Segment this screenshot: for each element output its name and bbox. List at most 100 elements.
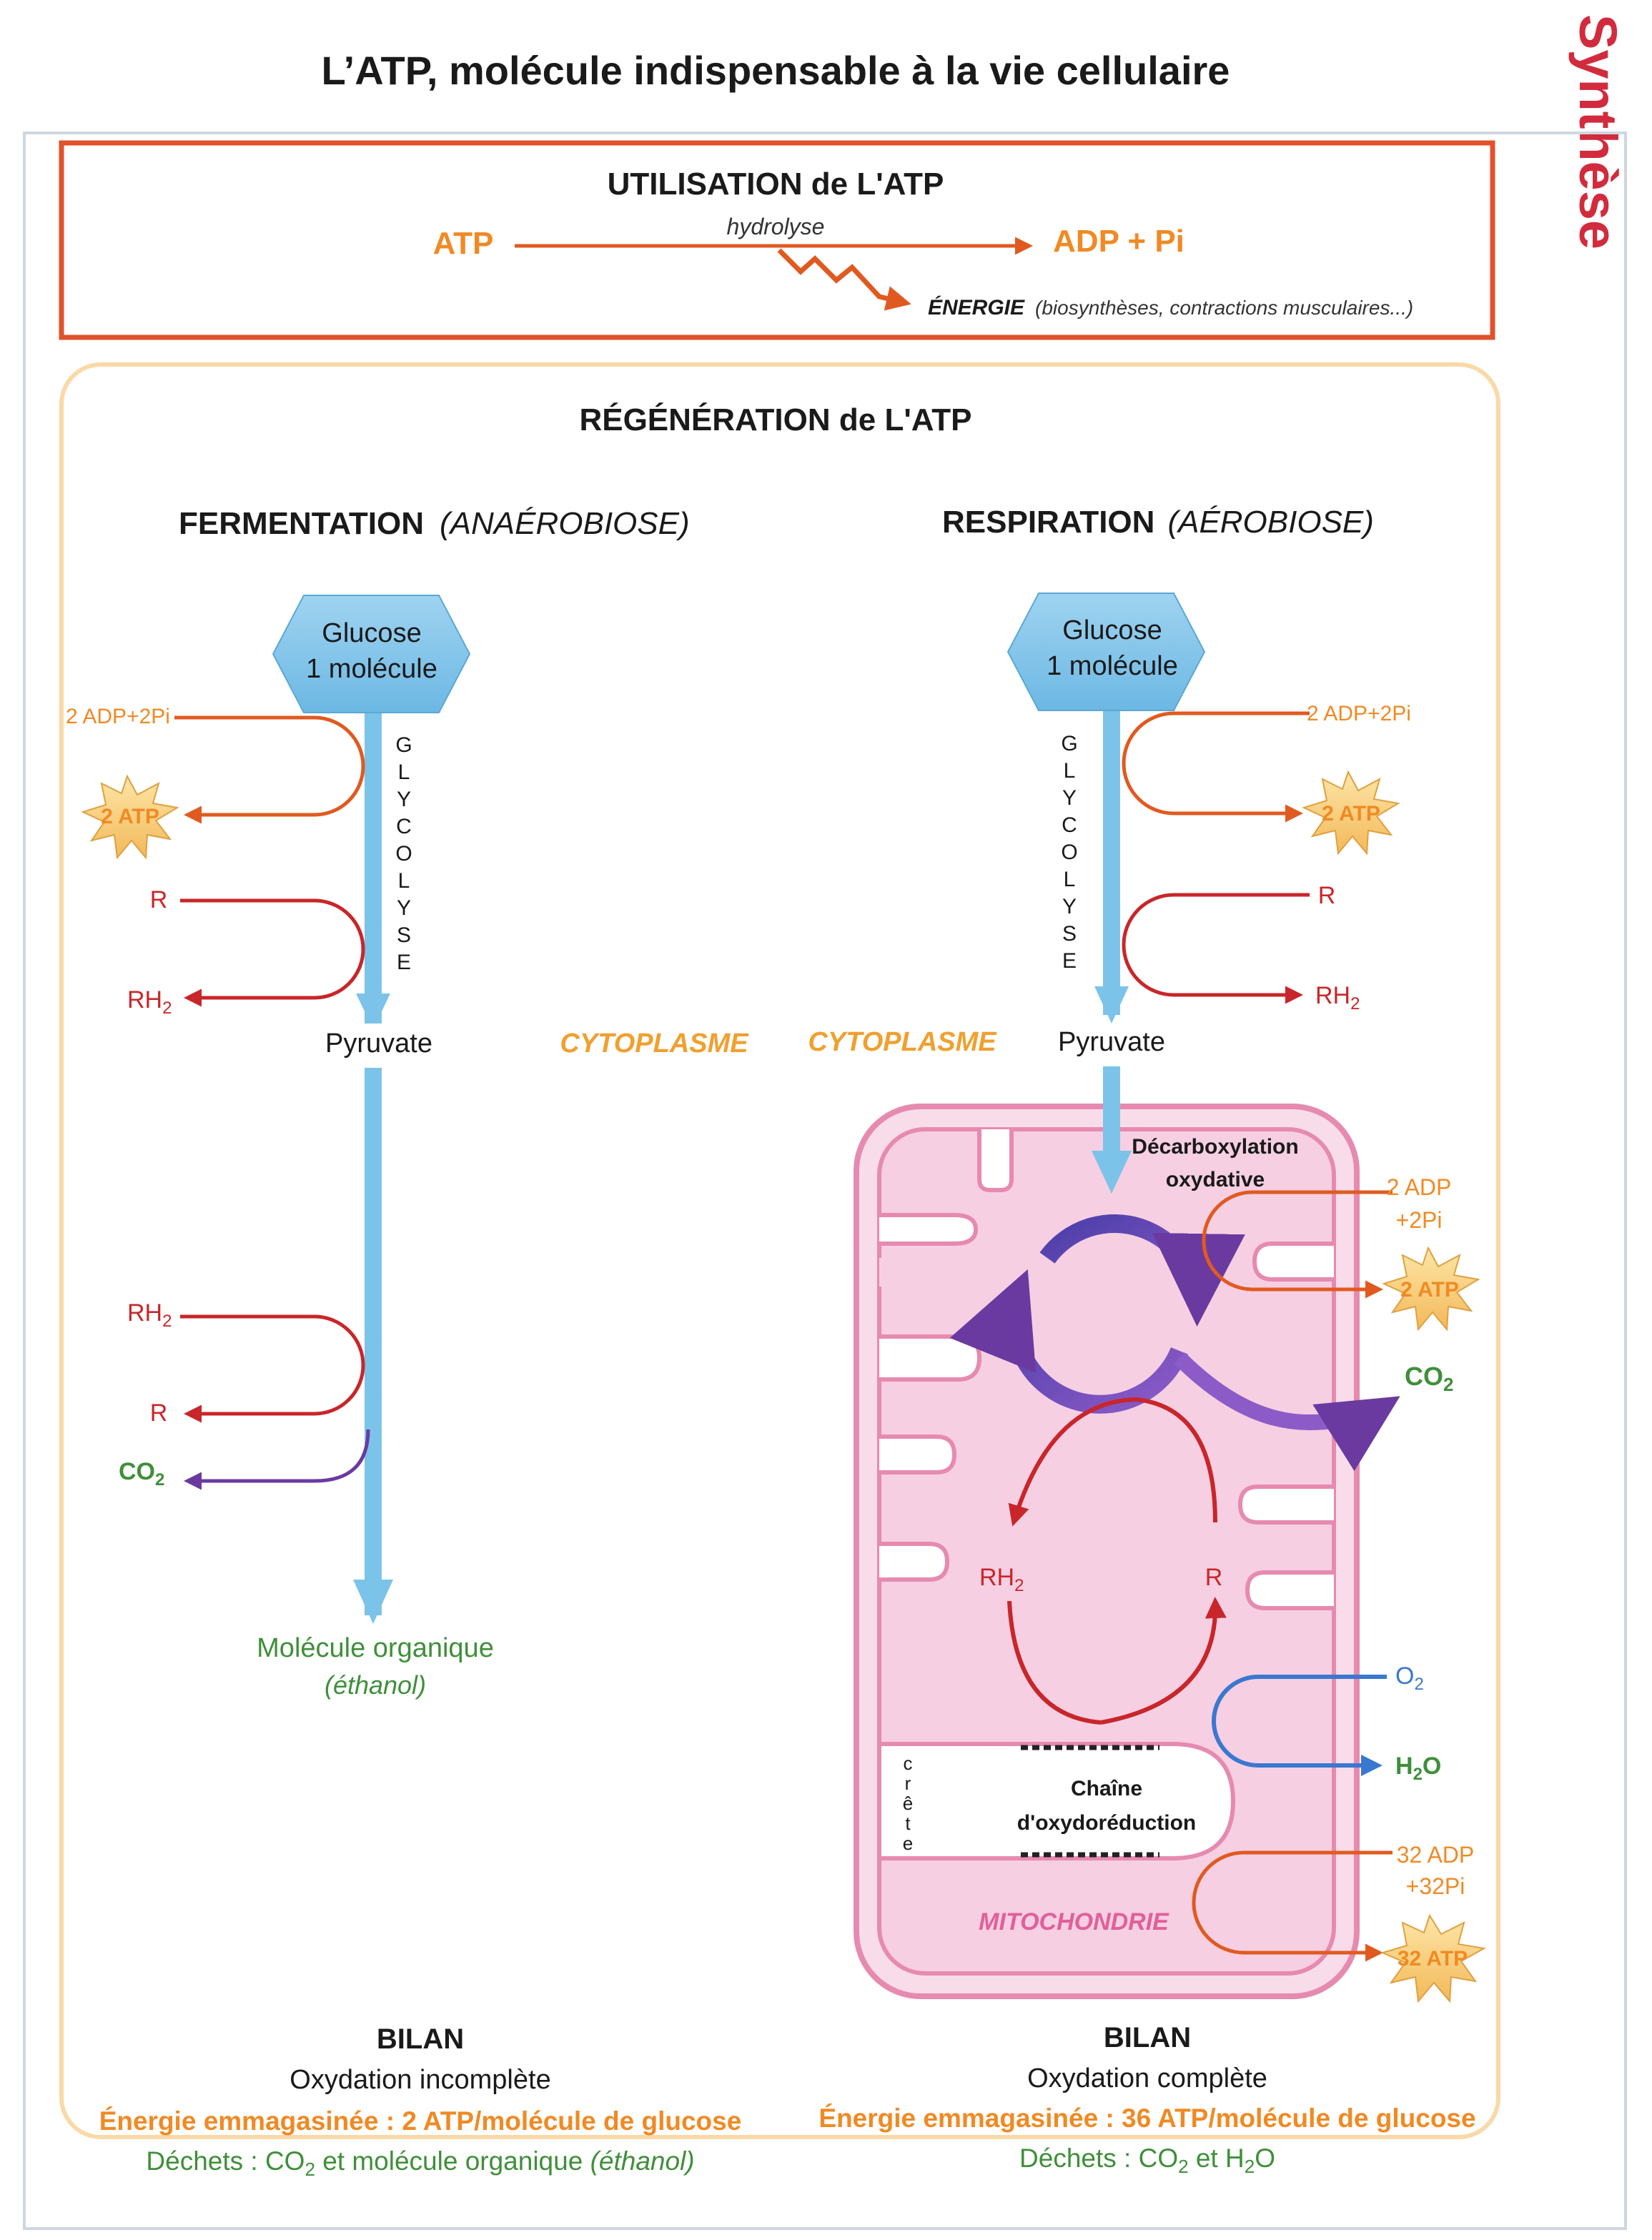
mito32-adp-line2: +32Pi [1406,1873,1465,1899]
fermentation-bilan-line1: Oxydation incomplète [290,2065,550,2095]
glycolyse-letter: E [1062,949,1077,973]
decarboxylation-line2: oxydative [1166,1168,1265,1191]
respiration-title: RESPIRATION(AÉROBIOSE) [942,505,1374,540]
glycolyse-letter: G [1061,732,1077,755]
glycolyse-letter: Y [1062,786,1077,810]
respiration-co2-label: CO2 [1405,1362,1453,1395]
page-title: L’ATP, molécule indispensable à la vie c… [322,48,1230,93]
decarboxylation-line1: Décarboxylation [1132,1135,1298,1159]
mitochondrion-crista [1245,1570,1334,1610]
respiration-r-loop-arrow [1122,893,1310,1004]
glycolyse-letter: C [396,815,412,838]
glycolyse-letter: E [397,951,411,974]
r-red-arrow-up [1100,1597,1227,1725]
glycolyse-letter: S [1062,922,1077,946]
mito-adp-line1: 2 ADP [1387,1174,1452,1200]
fermentation-title: FERMENTATION(ANAÉROBIOSE) [179,506,690,541]
fermentation-glucose-hexagon [272,595,471,713]
fermentation-main-arrowhead-1 [356,993,390,1029]
energy-note: (biosynthèses, contractions musculaires.… [1035,297,1413,319]
utilisation-heading: UTILISATION de L'ATP [608,167,944,202]
krebs-cycle-arrow-top [1039,1214,1245,1327]
glycolyse-letter: C [1062,813,1077,837]
mito32-atp-star [1380,1913,1486,2003]
krebs-cycle-arrow-bottom [949,1269,1189,1414]
glycolyse-letter: L [398,869,410,893]
respiration-o2-label: O2 [1395,1662,1424,1694]
fermentation-glycolyse-label: G L Y C O L Y S E [395,733,412,974]
fermentation-section: FERMENTATION(ANAÉROBIOSE) Glucose 1 molé… [66,506,749,2180]
utilisation-adp-pi: ADP + Pi [1053,224,1184,259]
glycolyse-letter: L [398,760,410,784]
rh2-red-arc-down [1007,1600,1102,1725]
fermentation-bilan-title: BILAN [377,2023,464,2055]
mito-adp-loop-arrow [1202,1190,1393,1299]
glycolyse-letter: O [1061,841,1077,864]
mitochondrion-crista [879,1334,982,1382]
crete-label: c r ê t e [903,1753,913,1854]
chain-line2: d'oxydoréduction [1017,1811,1196,1835]
fermentation-product-line2: (éthanol) [325,1670,426,1700]
respiration-adp-label: 2 ADP+2Pi [1307,702,1411,725]
respiration-adp-loop-arrow [1122,711,1310,823]
mitochondrion-crista [1252,1242,1334,1282]
utilisation-atp: ATP [433,226,494,261]
energy-zigzag-arrow [777,248,911,311]
respiration-main-arrowhead-2 [1092,1151,1132,1194]
chain-line1: Chaîne [1071,1777,1142,1800]
energy-label: ÉNERGIE [928,295,1025,319]
glycolyse-letter: L [1064,759,1076,783]
mitochondrion-crista [879,1213,979,1246]
co2-purple-arrow [1174,1352,1400,1472]
fermentation-bilan-line2: Énergie emmagasinée : 2 ATP/molécule de … [99,2106,742,2136]
respiration-glycolyse-label: G L Y C O L Y S E [1061,732,1077,973]
fermentation-rh2-loop-arrow [180,1314,365,1423]
fermentation-bilan-line3: Déchets : CO2 et molécule organique (éth… [146,2146,694,2180]
crete-letter: r [905,1773,911,1794]
respiration-cytoplasme-label: CYTOPLASME [808,1027,997,1057]
glycolyse-letter: S [397,923,411,947]
fermentation-glucose-line1: Glucose [322,618,421,648]
glycolyse-letter: Y [397,788,411,811]
crete-letter: c [904,1753,913,1774]
fermentation-cytoplasme-label: CYTOPLASME [560,1029,749,1059]
fermentation-r-top: R [150,886,168,913]
mito-atp-label: 2 ATP [1400,1278,1459,1302]
fermentation-atp-label: 2 ATP [101,805,159,828]
mito32-atp-label: 32 ATP [1398,1947,1468,1971]
mitochondrion-label: MITOCHONDRIE [979,1908,1169,1936]
respiration-rh2-cycle: RH2 [979,1564,1024,1595]
glycolyse-letter: Y [1062,895,1077,918]
mito-atp-star [1382,1246,1480,1332]
utilisation-box [59,140,1495,340]
fermentation-main-arrowhead-2 [353,1580,393,1624]
glycolyse-letter: O [395,842,412,866]
glycolyse-letter: Y [397,896,411,920]
mitochondrion-crista [879,1434,957,1475]
r-red-arrow-right [1136,1397,1217,1523]
fermentation-r-bottom: R [150,1399,168,1427]
mitochondrion: MITOCHONDRIE [854,1104,1360,1999]
fermentation-co2-label: CO2 [119,1458,164,1490]
mitochondrion-crete [877,1742,1236,1860]
mitochondrion-crista [879,1258,986,1287]
mitochondrion-crista [1237,1485,1334,1525]
mitochondrion-crista [977,1129,1014,1192]
crete-letter: ê [903,1793,913,1814]
o2-h2o-blue-arrow [1212,1675,1387,1776]
mito32-adp-line1: 32 ADP [1397,1842,1475,1868]
fermentation-glucose-line2: 1 molécule [306,654,437,684]
respiration-pyruvate-label: Pyruvate [1058,1027,1165,1057]
hydrolyse-label: hydrolyse [727,214,825,239]
respiration-h2o-label: H2O [1395,1753,1441,1784]
utilisation-section: UTILISATION de L'ATP ATP ADP + Pi hydrol… [59,140,1495,340]
fermentation-pyruvate-label: Pyruvate [325,1029,432,1059]
respiration-bilan-line1: Oxydation complète [1027,2063,1267,2093]
mito32-adp-loop-arrow [1192,1850,1393,1962]
glycolyse-letter: L [1064,868,1076,891]
fermentation-rh2-bottom: RH2 [127,1299,172,1331]
fermentation-adp-loop-arrow [174,715,365,824]
respiration-bilan-line2: Énergie emmagasinée : 36 ATP/molécule de… [818,2103,1475,2133]
respiration-main-arrowhead-1 [1094,986,1129,1024]
